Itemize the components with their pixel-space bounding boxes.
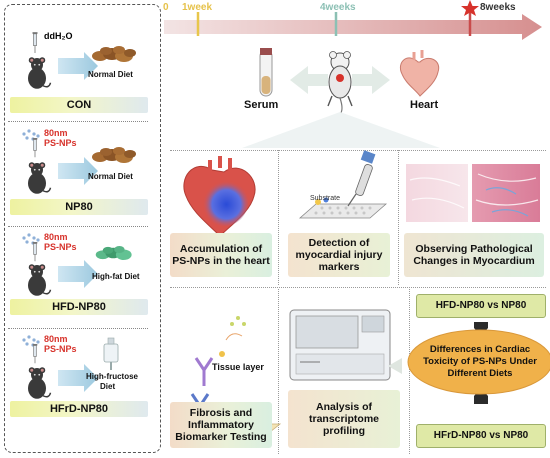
- transcriptome-line: profiling: [323, 425, 365, 437]
- fibrosis-line: Biomarker Testing: [175, 431, 267, 443]
- analyses-top-border: [170, 150, 546, 151]
- timeline-week8: 8weeks: [480, 2, 516, 13]
- pathology-line: Observing Pathological: [415, 243, 533, 255]
- group-separator: [8, 328, 148, 329]
- accumulation-line: Accumulation of: [179, 243, 263, 255]
- group-separator: [8, 226, 148, 227]
- fibrosis-line: Inflammatory: [188, 419, 254, 431]
- serum-label: Serum: [244, 99, 279, 111]
- groups-panel: [4, 4, 161, 453]
- np-name-label: PS-NPs: [44, 242, 77, 252]
- np-name-label: PS-NPs: [44, 138, 77, 148]
- timeline-start: 0: [163, 2, 169, 13]
- detection-line: myocardial injury: [295, 249, 383, 261]
- comparison-center-line: Toxicity of PS-NPs Under: [423, 356, 537, 367]
- substrate-label: Substrate: [310, 195, 340, 202]
- detection-label: Detection of myocardial injury markers: [288, 233, 390, 277]
- np-size-label: 80nm: [44, 128, 68, 138]
- sample-collection-graphics: [242, 48, 440, 148]
- accumulation-label: Accumulation of PS-NPs in the heart: [170, 233, 272, 277]
- detection-line: markers: [318, 261, 360, 273]
- comparison-bottom-label: HFrD-NP80 vs NP80: [416, 424, 546, 448]
- comparison-top-label: HFD-NP80 vs NP80: [416, 294, 546, 318]
- timeline: [164, 0, 542, 40]
- group-label-np80: NP80: [10, 199, 148, 215]
- detection-line: Detection of: [308, 237, 370, 249]
- diet-label: High-fructose: [86, 372, 138, 381]
- analysis-divider: [398, 150, 399, 285]
- diet-label: Diet: [100, 382, 116, 391]
- transcriptome-line: transcriptome: [308, 413, 380, 425]
- fibrosis-label: Fibrosis and Inflammatory Biomarker Test…: [170, 402, 272, 448]
- heart-label: Heart: [410, 99, 439, 111]
- analyses-row-divider: [170, 287, 546, 288]
- timeline-week4: 4weeks: [320, 2, 356, 13]
- np-name-label: PS-NPs: [44, 344, 77, 354]
- comparison-center-line: Differences in Cardiac: [429, 344, 531, 355]
- analysis-divider: [409, 289, 410, 454]
- tissue-layer-label: Tissue layer: [212, 362, 264, 372]
- diet-label: Normal Diet: [88, 172, 133, 181]
- transcriptome-line: Analysis of: [315, 401, 373, 413]
- accumulation-line: PS-NPs in the heart: [172, 255, 270, 267]
- analysis-divider: [278, 289, 279, 454]
- group-separator: [8, 121, 148, 122]
- group-label-con: CON: [10, 97, 148, 113]
- comparison-center-line: Different Diets: [447, 368, 513, 379]
- diet-label: Normal Diet: [88, 70, 133, 79]
- diet-label: High-fat Diet: [92, 272, 140, 281]
- group-label-hfd-np80: HFD-NP80: [10, 299, 148, 315]
- comparison-center-label: Differences in Cardiac Toxicity of PS-NP…: [410, 339, 550, 385]
- water-label: ddH₂O: [44, 31, 73, 41]
- group-label-hfrd-np80: HFrD-NP80: [10, 401, 148, 417]
- fibrosis-line: Fibrosis and: [189, 407, 253, 419]
- analyses-graphics: [174, 150, 550, 433]
- pathology-label: Observing Pathological Changes in Myocar…: [404, 233, 544, 277]
- pathology-line: Changes in Myocardium: [413, 255, 535, 267]
- np-size-label: 80nm: [44, 334, 68, 344]
- timeline-week1: 1week: [182, 2, 213, 13]
- np-size-label: 80nm: [44, 232, 68, 242]
- transcriptome-label: Analysis of transcriptome profiling: [288, 390, 400, 448]
- groups-graphics: [22, 32, 136, 400]
- analysis-divider: [278, 150, 279, 285]
